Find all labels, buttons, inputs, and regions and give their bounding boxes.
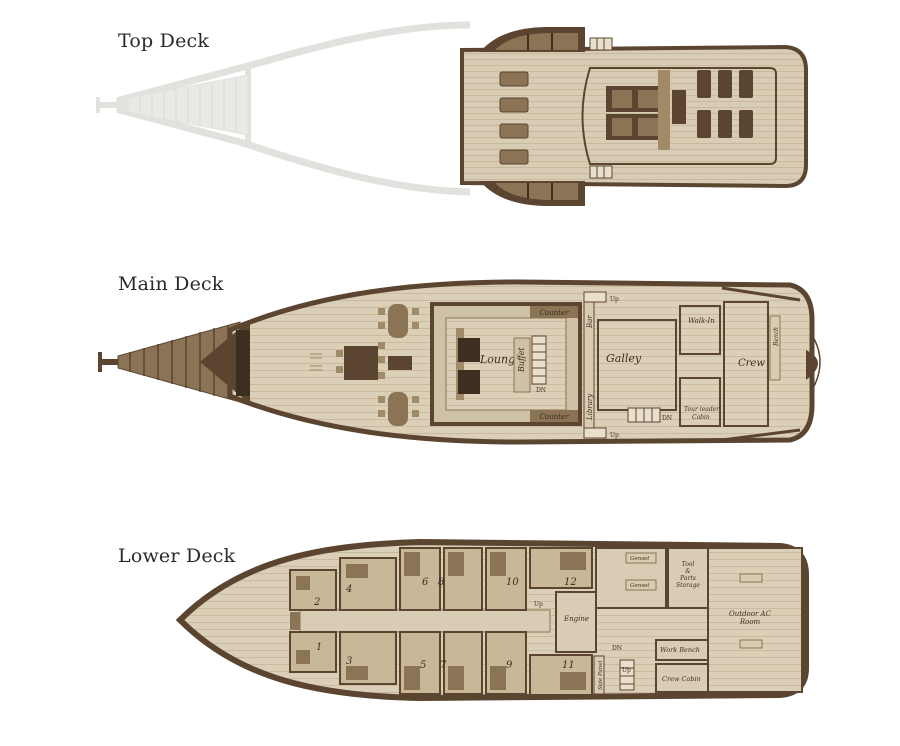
lower-side-panel-label: Side Panel [598, 660, 604, 690]
lower-genset2-label: Genset [630, 583, 650, 589]
main-walkin-label: Walk-In [688, 317, 715, 325]
main-galley-label: Galley [606, 352, 642, 365]
main-lounge-label: Lounge [479, 353, 522, 366]
top-deck-plan [96, 21, 808, 206]
lower-engine-label: Engine [563, 615, 589, 623]
cabin-number-top-1: 2 [313, 597, 320, 608]
main-deck-lounge-sofa [456, 328, 464, 400]
top-deck-sun-loungers [499, 71, 529, 165]
top-deck-lounge-seating [606, 70, 686, 150]
lower-deck-stairs [619, 659, 635, 691]
main-deck-bench [769, 315, 781, 381]
lower-genset1-label: Genset [630, 556, 650, 562]
lower-deck-corridor [299, 609, 551, 633]
lower-dn-label: DN [612, 645, 622, 652]
main-deck-walkin [679, 305, 721, 355]
main-cabin-label: Cabin [692, 414, 710, 421]
top-deck-daybeds [697, 70, 753, 138]
main-deck-galley [597, 319, 677, 411]
main-buffet-label: Buffet [517, 347, 526, 373]
main-deck-plan: Counter Counter Lounge Buffet DN Bar Lib… [98, 279, 821, 445]
cabin-number-bottom-4: 7 [440, 660, 447, 671]
cabin-number-top-3: 6 [422, 577, 429, 588]
lower-work-bench-label: Work Bench [660, 646, 700, 654]
top-deck-tender-bottom [480, 181, 585, 206]
main-deck-tour-leader-cabin [679, 377, 721, 427]
main-library-label: Library [586, 393, 594, 421]
main-deck-forward-tables [310, 304, 419, 426]
main-deck-title: Main Deck [118, 273, 224, 295]
top-deck-bowsprit [96, 74, 249, 136]
cabin-number-bottom-3: 5 [420, 660, 426, 671]
main-deck-lounge-table-2 [458, 370, 480, 394]
main-bar-label: Bar [586, 315, 594, 329]
cabin-number-top-2: 4 [345, 584, 352, 595]
main-dn-label: DN [536, 387, 546, 394]
main-dn-stair-label: DN [662, 415, 672, 422]
main-deck-counter-top [530, 306, 578, 318]
cabin-number-top-6: 12 [564, 577, 577, 588]
lower-deck-title: Lower Deck [118, 545, 236, 567]
main-deck-stern-platform [806, 350, 818, 380]
lower-deck-genset-2 [625, 579, 657, 591]
main-deck-counter-bottom [530, 410, 578, 422]
lower-crew-cabin-label: Crew Cabin [662, 675, 701, 683]
lower-deck-beds [296, 552, 586, 690]
lower-deck-genset-1 [625, 552, 657, 564]
main-crew-label: Crew [738, 358, 765, 369]
main-deck-bow-beam [236, 330, 250, 396]
cabin-number-top-4: 8 [438, 577, 444, 588]
cabin-number-bottom-5: 9 [506, 660, 513, 671]
lower-up1-label: Up [534, 601, 543, 608]
main-deck-buffet [513, 337, 531, 393]
top-deck-canopy [581, 67, 777, 165]
main-bench-label: Bench [773, 327, 780, 347]
main-tour-leader-label: Tour leader [684, 406, 720, 413]
top-deck-tender-top [480, 27, 585, 52]
lower-deck-crew-cabin [655, 663, 709, 693]
main-counter-top-label: Counter [540, 309, 570, 317]
main-deck-stern-outline [811, 334, 821, 391]
cabin-number-bottom-2: 3 [346, 656, 352, 667]
lower-deck-side-panel [593, 655, 605, 695]
main-deck-side-stairs [583, 291, 607, 439]
lower-deck-tool-storage [667, 547, 709, 609]
lower-up2-label: Up [622, 667, 631, 674]
top-deck-stairs [589, 37, 613, 179]
lower-deck-bow-storage [290, 612, 300, 630]
lower-deck-ac-units [739, 573, 763, 649]
top-deck-title: Top Deck [118, 30, 210, 52]
lower-deck-work-bench [655, 639, 709, 661]
lower-deck-outdoor-ac-room [707, 547, 803, 693]
main-counter-bottom-label: Counter [540, 413, 570, 421]
cabin-number-top-5: 10 [506, 577, 519, 588]
main-up-bottom-label: Up [610, 432, 619, 439]
cabin-number-bottom-1: 1 [316, 642, 322, 653]
main-deck-stern-rails [721, 286, 801, 442]
main-up-top-label: Up [610, 296, 619, 303]
main-deck-lounge-table-1 [458, 338, 480, 362]
lower-deck-engine-room [555, 591, 597, 653]
lower-deck-plan: 2 4 6 8 10 12 1 3 5 7 9 11 Engine Up DN … [175, 538, 809, 702]
main-deck-crew [723, 301, 769, 427]
cabin-number-bottom-6: 11 [562, 660, 575, 671]
main-deck-galley-stairs [627, 407, 661, 423]
main-deck-stairs-down [531, 335, 547, 385]
